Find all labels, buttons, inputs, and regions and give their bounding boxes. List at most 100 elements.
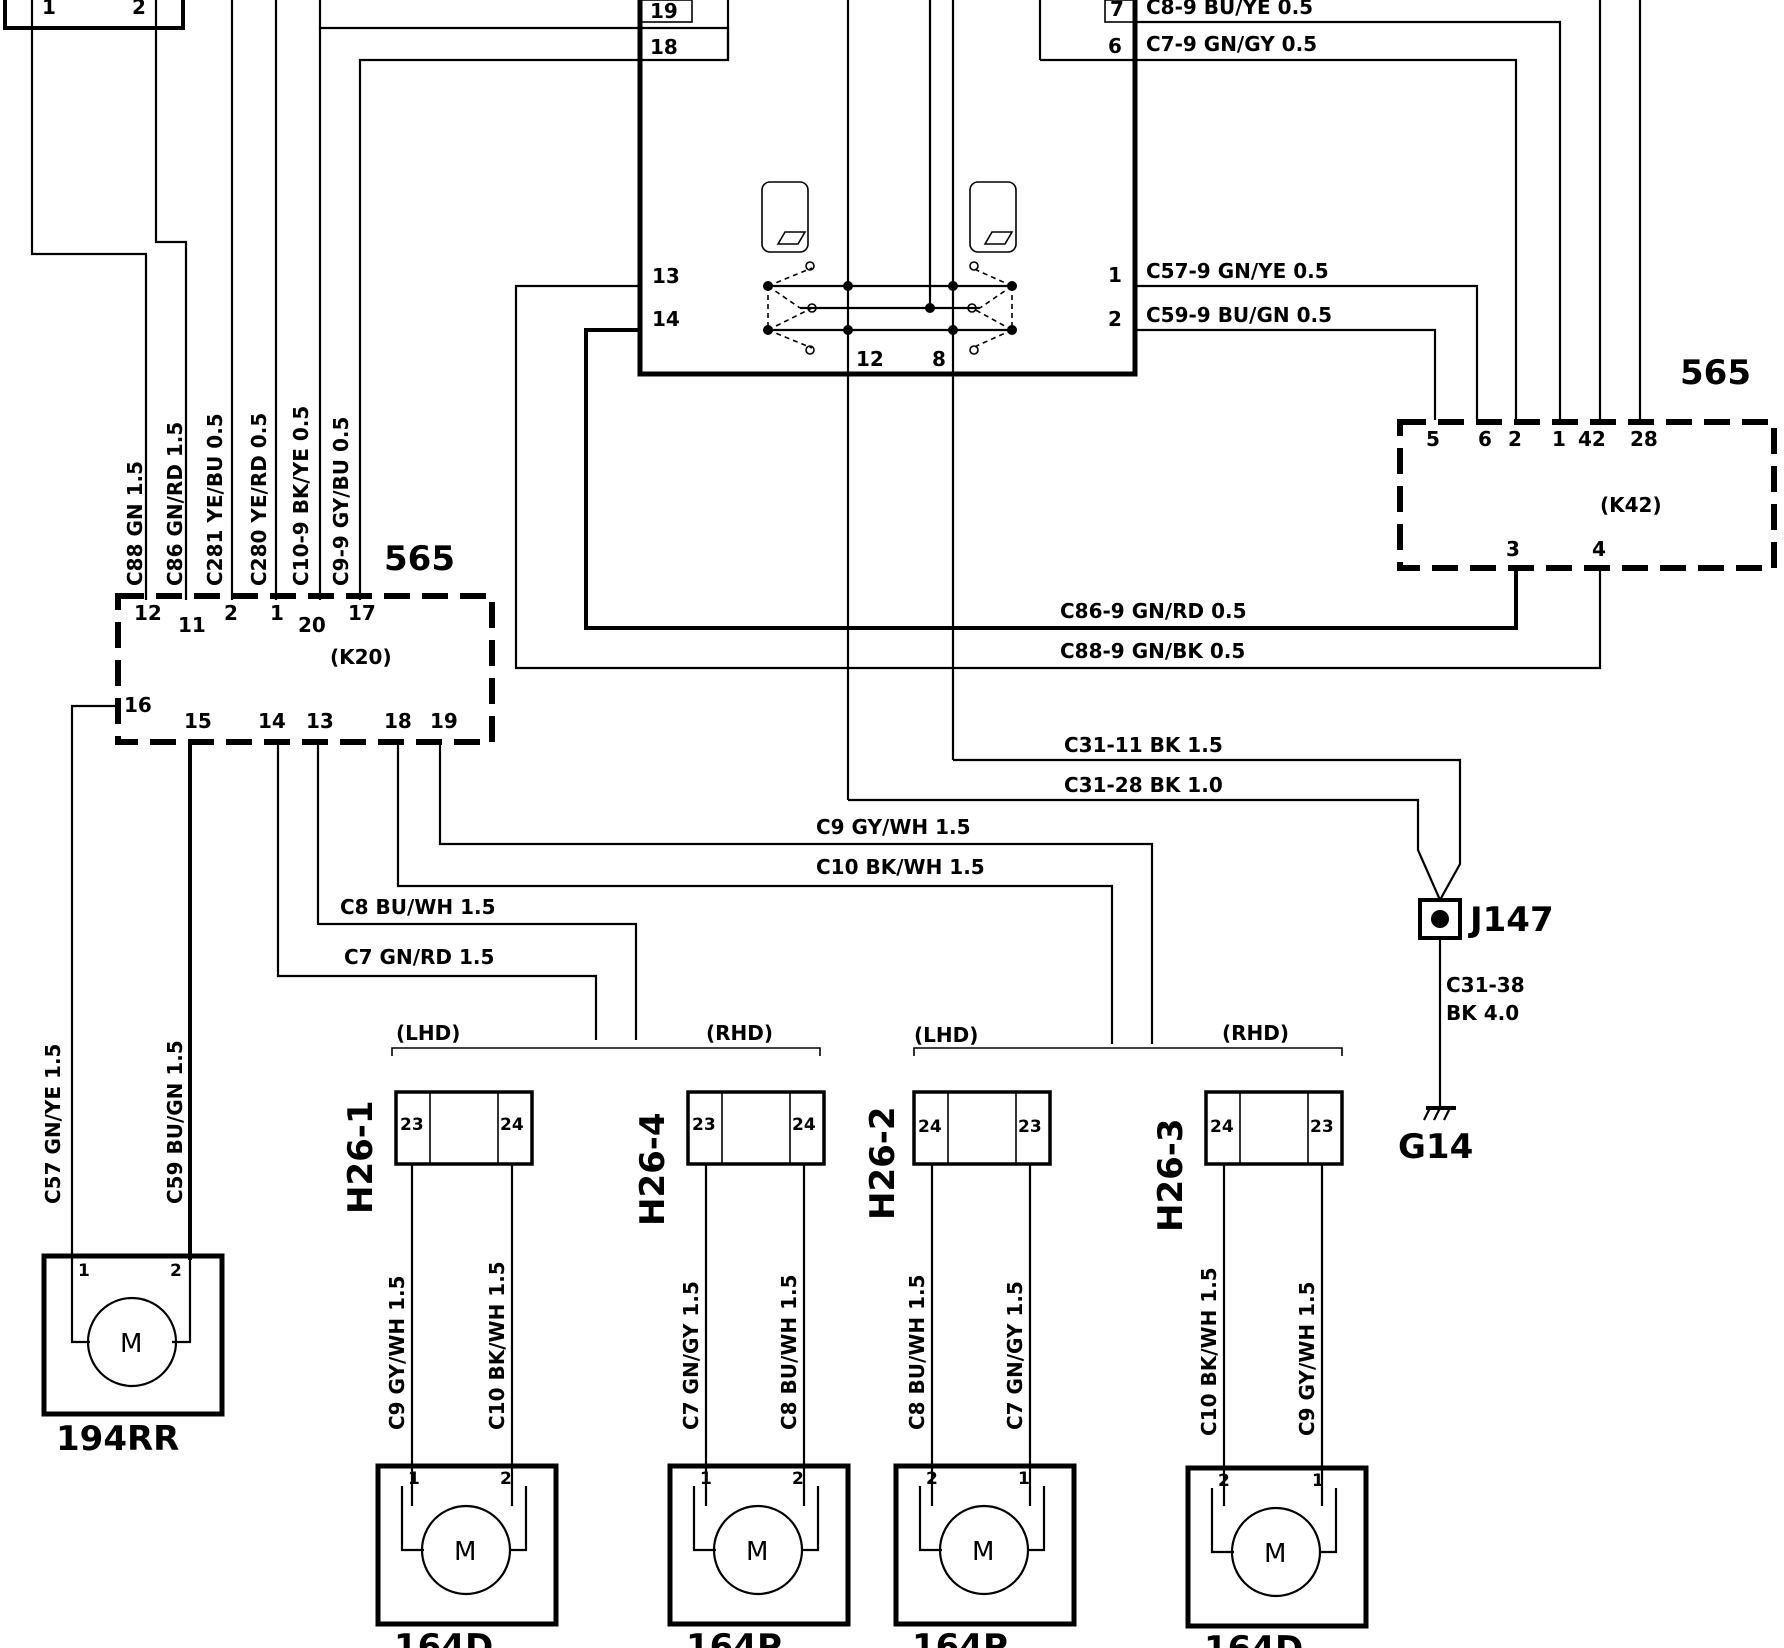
wire-label-c10: C10 BK/WH 1.5 — [816, 855, 985, 879]
ground-icon — [1423, 1106, 1456, 1121]
wire-label-c59: C59 BU/GN 1.5 — [163, 1040, 187, 1204]
top-left-plug-pin-2: 2 — [132, 0, 146, 19]
wire-label-c57: C57 GN/YE 1.5 — [41, 1044, 65, 1204]
wire-label-m2-c7: C7 GN/GY 1.5 — [679, 1281, 703, 1430]
module-k42-name: (K42) — [1600, 493, 1662, 517]
module-k20-pin-18: 18 — [384, 709, 412, 733]
window-switch-block: 19 18 7 6 — [637, 0, 1138, 800]
motor-164p-right: C8 BU/WH 1.5 C7 GN/GY 1.5 M 2 1 164P — [893, 1164, 1077, 1648]
module-k42-pin-28: 28 — [1630, 427, 1658, 451]
motor-164d-right: C10 BK/WH 1.5 C9 GY/WH 1.5 M 2 1 164D — [1185, 1164, 1369, 1648]
ground-wiring: C31-11 BK 1.5 C31-28 BK 1.0 J147 C31-38 … — [848, 733, 1554, 1167]
connector-h26-2-pin-23: 23 — [1018, 1117, 1042, 1137]
wire-label-c31-28: C31-28 BK 1.0 — [1064, 773, 1223, 797]
motor-4-pin-1: 1 — [1312, 1471, 1324, 1491]
connector-h26-1-pin-24: 24 — [500, 1115, 524, 1135]
wire-label-c281: C281 YE/BU 0.5 — [203, 413, 227, 586]
motor-1-label: 164D — [394, 1627, 493, 1648]
module-k20-pin-20: 20 — [298, 613, 326, 637]
wire-label-c280: C280 YE/RD 0.5 — [247, 413, 271, 586]
connector-h26-1-label: H26-1 — [341, 1100, 381, 1214]
wire-label-c88-9: C88-9 GN/BK 0.5 — [1060, 639, 1245, 663]
mirror-motor-194rr-label: 194RR — [56, 1419, 179, 1459]
motor-3-pin-2: 2 — [926, 1469, 938, 1489]
wire-label-c8-9: C8-9 BU/YE 0.5 — [1146, 0, 1313, 19]
module-k20-pin-17: 17 — [348, 601, 376, 625]
wire-label-m3-c8: C8 BU/WH 1.5 — [905, 1274, 929, 1430]
wire-label-c9-9: C9-9 GY/BU 0.5 — [329, 417, 353, 586]
module-k42-pin-5: 5 — [1426, 427, 1440, 451]
motor-m-symbol-4: M — [1264, 1539, 1286, 1569]
motor-4-label: 164D — [1204, 1629, 1303, 1648]
k20-output-wiring: C9 GY/WH 1.5 C10 BK/WH 1.5 C8 BU/WH 1.5 … — [41, 704, 1154, 1260]
top-left-plug-pin-1: 1 — [42, 0, 56, 19]
wire-label-c31-11: C31-11 BK 1.5 — [1064, 733, 1223, 757]
k20-input-wiring: C88 GN 1.5 C86 GN/RD 1.5 C281 YE/BU 0.5 … — [30, 0, 730, 600]
connector-h26-3-label: H26-3 — [1151, 1118, 1191, 1232]
connector-h26-4-pin-24: 24 — [792, 1115, 816, 1135]
wire-label-c10-9: C10-9 BK/YE 0.5 — [289, 406, 313, 586]
connector-h26-2-pin-24: 24 — [918, 1117, 942, 1137]
module-k20-pin-14: 14 — [258, 709, 286, 733]
window-down-icon — [969, 181, 1017, 253]
wire-label-c88: C88 GN 1.5 — [123, 461, 147, 586]
top-left-plug: 1 2 — [3, 0, 185, 30]
motor-3-pin-1: 1 — [1018, 1469, 1030, 1489]
switch-pin-14: 14 — [652, 307, 680, 331]
connector-h26-4: 23 24 H26-4 — [633, 1090, 826, 1226]
switch-pin-1: 1 — [1108, 263, 1122, 287]
switch-pin-12: 12 — [856, 347, 884, 371]
mirror-motor-pin-2: 2 — [170, 1261, 182, 1281]
switch-pin-19: 19 — [650, 0, 678, 23]
motor-2-pin-2: 2 — [792, 1469, 804, 1489]
connector-h26-1-pin-23: 23 — [400, 1115, 424, 1135]
connector-h26-4-label: H26-4 — [633, 1112, 673, 1226]
motor-m-symbol-2: M — [746, 1537, 768, 1567]
variant-lhd-label-2: (LHD) — [914, 1023, 978, 1047]
motor-2-pin-1: 1 — [700, 1469, 712, 1489]
wire-label-m1-c9: C9 GY/WH 1.5 — [385, 1275, 409, 1430]
module-k20-pin-13: 13 — [306, 709, 334, 733]
wire-label-c59-9: C59-9 BU/GN 0.5 — [1146, 303, 1332, 327]
module-k42-pin-3: 3 — [1506, 537, 1520, 561]
wire-label-m3-c7: C7 GN/GY 1.5 — [1003, 1281, 1027, 1430]
wire-label-c31-38-a: C31-38 — [1446, 973, 1525, 997]
wire-label-m4-c9: C9 GY/WH 1.5 — [1295, 1281, 1319, 1436]
module-k20-pin-19: 19 — [430, 709, 458, 733]
module-k20-pin-12: 12 — [134, 601, 162, 625]
module-k20-name: (K20) — [330, 645, 392, 669]
motor-4-pin-2: 2 — [1218, 1471, 1230, 1491]
motor-164d-left: C9 GY/WH 1.5 C10 BK/WH 1.5 M 1 2 164D — [375, 1164, 559, 1648]
module-k42-pin-2: 2 — [1508, 427, 1522, 451]
module-k20-id: 565 — [384, 539, 455, 579]
module-k20-pin-1: 1 — [270, 601, 284, 625]
control-module-k20: 565 12 11 2 1 20 17 (K20) 16 15 14 13 18… — [115, 539, 495, 745]
wire-label-m2-c8: C8 BU/WH 1.5 — [777, 1274, 801, 1430]
k42-return-wiring: C86-9 GN/RD 0.5 C88-9 GN/BK 0.5 — [514, 284, 1602, 670]
variant-rhd-label-1: (RHD) — [706, 1021, 773, 1045]
wire-label-c9: C9 GY/WH 1.5 — [816, 815, 971, 839]
variant-rhd-label-2: (RHD) — [1222, 1021, 1289, 1045]
mirror-motor-m-symbol: M — [120, 1329, 142, 1359]
module-k42-pin-1: 1 — [1552, 427, 1566, 451]
switch-pin-8: 8 — [932, 347, 946, 371]
window-up-icon — [761, 181, 809, 253]
motor-1-pin-2: 2 — [500, 1469, 512, 1489]
mirror-motor-pin-1: 1 — [78, 1261, 90, 1281]
wire-label-m4-c10: C10 BK/WH 1.5 — [1197, 1267, 1221, 1436]
connector-h26-3-pin-23: 23 — [1310, 1117, 1334, 1137]
connector-h26-2-label: H26-2 — [863, 1106, 903, 1220]
wire-label-c86: C86 GN/RD 1.5 — [163, 422, 187, 586]
motor-m-symbol-3: M — [972, 1537, 994, 1567]
control-module-k42: 565 5 6 2 1 42 28 (K42) 3 4 — [1397, 353, 1777, 571]
wire-label-c57-9: C57-9 GN/YE 0.5 — [1146, 259, 1329, 283]
wire-label-m1-c10: C10 BK/WH 1.5 — [485, 1261, 509, 1430]
motor-1-pin-1: 1 — [408, 1469, 420, 1489]
wire-label-c7: C7 GN/RD 1.5 — [344, 945, 494, 969]
wire-label-c86-9: C86-9 GN/RD 0.5 — [1060, 599, 1247, 623]
variant-brackets: (LHD) (RHD) (LHD) (RHD) — [391, 1021, 1343, 1056]
module-k20-pin-15: 15 — [184, 709, 212, 733]
wire-label-c31-38-b: BK 4.0 — [1446, 1001, 1519, 1025]
wire-label-c7-9: C7-9 GN/GY 0.5 — [1146, 32, 1317, 56]
junction-j147-label: J147 — [1468, 900, 1554, 940]
